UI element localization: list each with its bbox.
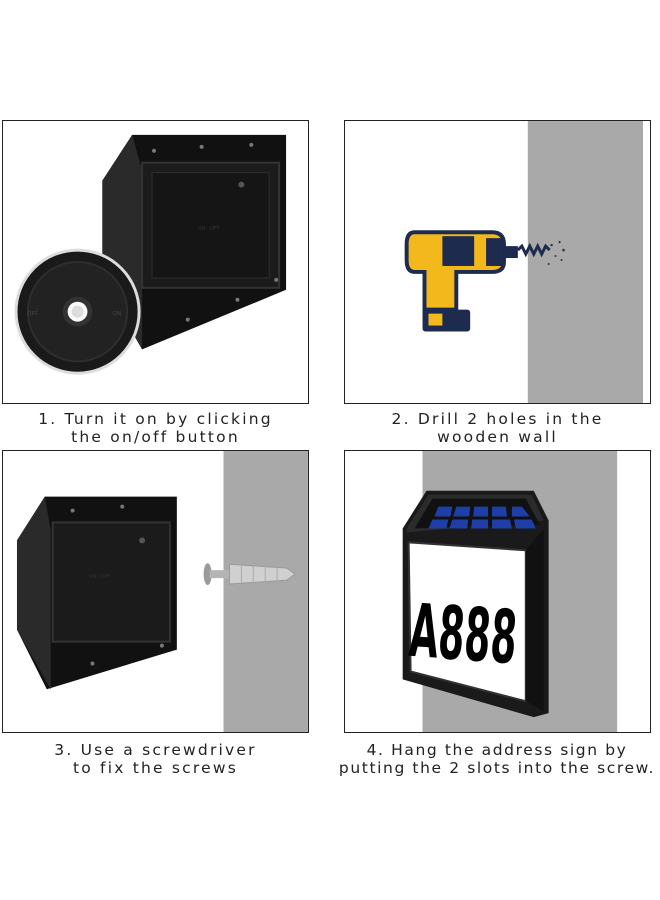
device-back-illustration: ON · OFF OFF ON — [14, 134, 287, 375]
screw-anchor-icon — [203, 563, 296, 586]
step-3-image: ON · OFF — [2, 450, 309, 733]
svg-text:OFF: OFF — [27, 311, 39, 318]
step-1-line-2: the on/off button — [71, 428, 240, 446]
step-2-line-1: 2. Drill 2 holes in the — [391, 410, 604, 428]
step-4-image: A888 — [344, 450, 651, 733]
step-3-caption: 3. Use a screwdriver to fix the screws — [2, 741, 309, 777]
drill-icon — [404, 230, 565, 332]
step-2-line-2: wooden wall — [437, 428, 558, 446]
svg-text:ON · OFF: ON · OFF — [88, 574, 110, 580]
screwdriver-illustration: ON · OFF — [16, 451, 308, 732]
svg-text:ON: ON — [112, 311, 121, 318]
step-4-line-1: 4. Hang the address sign by — [366, 741, 628, 759]
svg-text:ON · OFF: ON · OFF — [198, 226, 220, 232]
step-3-line-1: 3. Use a screwdriver — [54, 741, 257, 759]
step-1-line-1: 1. Turn it on by clicking — [38, 410, 273, 428]
step-3-line-2: to fix the screws — [72, 759, 239, 777]
wooden-wall — [223, 451, 308, 732]
step-4-caption: 4. Hang the address sign by putting the … — [334, 741, 660, 777]
step-2-image — [344, 120, 651, 404]
drill-wall-illustration — [404, 121, 643, 403]
step-4-line-2: putting the 2 slots into the screw. — [338, 759, 656, 777]
on-off-zoom-circle: OFF ON — [14, 248, 141, 375]
solar-panel-icon — [414, 498, 540, 529]
address-number: A888 — [407, 589, 520, 681]
step-2-caption: 2. Drill 2 holes in the wooden wall — [344, 410, 651, 446]
step-1-caption: 1. Turn it on by clicking the on/off but… — [2, 410, 309, 446]
step-1-image: ON · OFF OFF ON — [2, 120, 309, 404]
address-sign-illustration: A888 — [402, 451, 618, 732]
wooden-wall — [527, 121, 643, 403]
